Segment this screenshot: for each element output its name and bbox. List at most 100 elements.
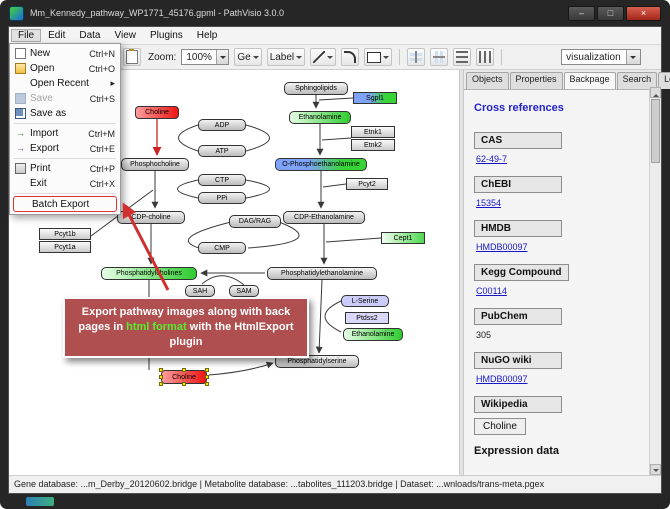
pathway-node-pcyt1a[interactable]: Pcyt1a <box>39 241 91 253</box>
file-menu-item-open-recent[interactable]: Open Recent▸ <box>12 76 118 91</box>
arc-tool-button[interactable] <box>341 48 360 66</box>
menu-edit[interactable]: Edit <box>48 30 66 41</box>
pathway-node-cmp[interactable]: CMP <box>198 242 246 254</box>
scrollbar-thumb[interactable] <box>651 99 660 163</box>
xref-id[interactable]: 15354 <box>476 198 502 208</box>
visualization-value: visualization <box>566 51 621 63</box>
chevron-down-icon[interactable] <box>626 50 641 64</box>
file-menu-item-save-as[interactable]: Save as <box>12 106 118 121</box>
stack-horizontal-button[interactable] <box>453 48 472 66</box>
selection-handle[interactable] <box>205 382 209 386</box>
print-icon <box>15 163 26 174</box>
gene-product-tool-button[interactable]: Ge <box>234 48 262 66</box>
selection-handle[interactable] <box>182 368 186 372</box>
file-menu-item-batch-export[interactable]: Batch Export <box>13 196 117 212</box>
scroll-up-icon[interactable] <box>650 87 661 98</box>
pathway-node-sah[interactable]: SAH <box>185 285 215 297</box>
menu-data[interactable]: Data <box>79 30 101 41</box>
pathway-node-ptdss2[interactable]: Ptdss2 <box>345 312 389 324</box>
xref-id[interactable]: HMDB00097 <box>476 242 528 252</box>
paste-button[interactable] <box>123 48 141 66</box>
selection-handle[interactable] <box>159 375 163 379</box>
selection-handle[interactable] <box>205 375 209 379</box>
tab-legend[interactable]: Legend <box>658 72 670 89</box>
menu-bar: File Edit Data View Plugins Help <box>9 27 661 45</box>
chevron-down-icon[interactable] <box>215 50 229 64</box>
menu-help[interactable]: Help <box>196 30 218 41</box>
selection-handle[interactable] <box>159 368 163 372</box>
menu-plugins[interactable]: Plugins <box>149 30 183 41</box>
stack-vertical-button[interactable] <box>476 48 495 66</box>
selection-handle[interactable] <box>159 382 163 386</box>
scroll-down-icon[interactable] <box>650 464 661 475</box>
pathway-node-ethanolamine[interactable]: Ethanolamine <box>343 328 403 341</box>
pathway-node-etnk1[interactable]: Etnk1 <box>351 126 395 138</box>
tab-objects[interactable]: Objects <box>466 72 509 89</box>
pathway-node-ppi[interactable]: PPi <box>198 192 246 204</box>
new-icon <box>15 48 26 59</box>
selection-handle[interactable] <box>182 382 186 386</box>
pathway-node-choline[interactable]: Choline <box>135 106 179 119</box>
pathway-node-adp[interactable]: ADP <box>198 119 246 131</box>
menu-item-label: Import <box>30 128 59 139</box>
pathway-node-phosphatidylserine[interactable]: Phosphatidylserine <box>275 355 359 368</box>
rectangle-icon <box>367 51 382 63</box>
pathway-node-o-phosphoethanolamine[interactable]: O-Phosphoethanolamine <box>275 158 367 171</box>
chevron-down-icon <box>383 55 390 62</box>
align-middle-button[interactable] <box>430 48 449 66</box>
align-center-button[interactable] <box>407 48 426 66</box>
pathway-node-cdp-choline[interactable]: CDP-choline <box>117 211 185 224</box>
pathway-node-pcyt1b[interactable]: Pcyt1b <box>39 228 91 240</box>
pathway-node-dag-rag[interactable]: DAG/RAG <box>229 215 281 228</box>
pathway-node-l-serine[interactable]: L-Serine <box>341 295 389 307</box>
pathway-node-cdp-ethanolamine[interactable]: CDP-Ethanolamine <box>283 211 365 224</box>
tab-properties[interactable]: Properties <box>509 72 563 89</box>
menu-item-label: Open <box>30 63 55 74</box>
pathway-node-atp[interactable]: ATP <box>198 145 246 157</box>
pathway-node-ethanolamine[interactable]: Ethanolamine <box>289 111 351 124</box>
minimize-button[interactable]: – <box>568 5 595 21</box>
no-icon <box>17 199 28 210</box>
pathway-node-sphingolipids[interactable]: Sphingolipids <box>284 82 348 95</box>
maximize-button[interactable]: □ <box>597 5 624 21</box>
panel-splitter[interactable] <box>459 70 464 475</box>
pathway-node-sam[interactable]: SAM <box>229 285 259 297</box>
no-icon <box>15 78 26 89</box>
menu-view[interactable]: View <box>114 30 136 41</box>
pathway-node-etnk2[interactable]: Etnk2 <box>351 139 395 151</box>
zoom-combobox[interactable]: 100% <box>181 49 230 65</box>
selection-handle[interactable] <box>205 368 209 372</box>
tab-backpage[interactable]: Backpage <box>563 72 616 89</box>
label-tool-button[interactable]: Label <box>266 48 306 66</box>
pathway-node-choline[interactable]: Choline <box>159 368 209 386</box>
xref-id[interactable]: HMDB00097 <box>476 374 528 384</box>
pathway-node-pcyt2[interactable]: Pcyt2 <box>346 178 388 190</box>
callout-annotation: Export pathway images along with back pa… <box>63 297 309 358</box>
pathway-node-cept1[interactable]: Cept1 <box>381 232 425 244</box>
pathway-node-phosphocholine[interactable]: Phosphocholine <box>121 158 189 171</box>
tab-search[interactable]: Search <box>616 72 658 89</box>
xref-id[interactable]: C00114 <box>476 286 507 296</box>
close-button[interactable]: × <box>626 5 661 21</box>
pathway-node-ctp[interactable]: CTP <box>198 174 246 186</box>
menu-file[interactable]: File <box>11 29 42 42</box>
line-tool-button[interactable] <box>310 48 337 66</box>
pathway-node-phosphatidylethanolamine[interactable]: Phosphatidylethanolamine <box>267 267 377 280</box>
xref-id[interactable]: 62-49-7 <box>476 154 508 164</box>
visualization-combobox[interactable]: visualization <box>561 49 642 65</box>
pathway-node-sgpl1[interactable]: Sgpl1 <box>353 92 397 104</box>
pathway-node-phosphatidylcholines[interactable]: Phosphatidylcholines <box>101 267 197 280</box>
shape-tool-button[interactable] <box>364 48 393 66</box>
window-title: Mm_Kennedy_pathway_WP1771_45176.gpml - P… <box>30 8 284 18</box>
vertical-scrollbar[interactable] <box>649 87 661 475</box>
